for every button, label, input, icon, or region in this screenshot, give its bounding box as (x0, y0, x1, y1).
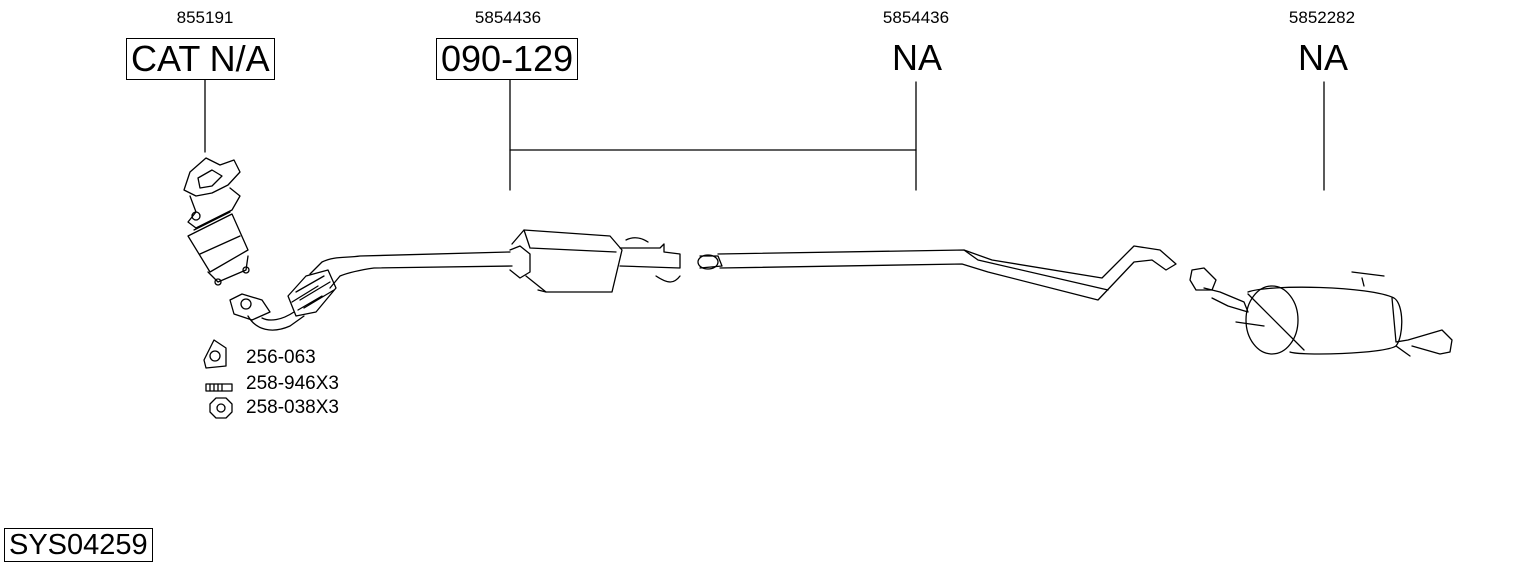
part-number-4: 5852282 (1288, 8, 1356, 27)
part-number-1: 855191 (176, 8, 234, 27)
part-number-2: 5854436 (474, 8, 542, 27)
front-pipe-part (229, 251, 513, 331)
manifold-catalyst-part (183, 157, 250, 286)
middle-pipe-part (697, 245, 1177, 301)
system-id-label: SYS04259 (4, 528, 153, 562)
legend-label-bolt: 258-946X3 (246, 373, 339, 394)
rear-silencer-part (1189, 267, 1453, 357)
part-number-3: 5854436 (882, 8, 950, 27)
bolt-icon (205, 383, 233, 392)
leader-lines (204, 79, 1325, 191)
part-reference-1: CAT N/A (126, 38, 275, 80)
gasket-icon (203, 339, 227, 369)
part-reference-4: NA (1297, 37, 1349, 78)
center-silencer-part (509, 229, 681, 293)
part-reference-3: NA (891, 37, 943, 78)
part-reference-2: 090-129 (436, 38, 579, 80)
legend-label-gasket: 256-063 (246, 347, 316, 368)
nut-icon (209, 397, 233, 419)
legend-label-nut: 258-038X3 (246, 397, 339, 418)
